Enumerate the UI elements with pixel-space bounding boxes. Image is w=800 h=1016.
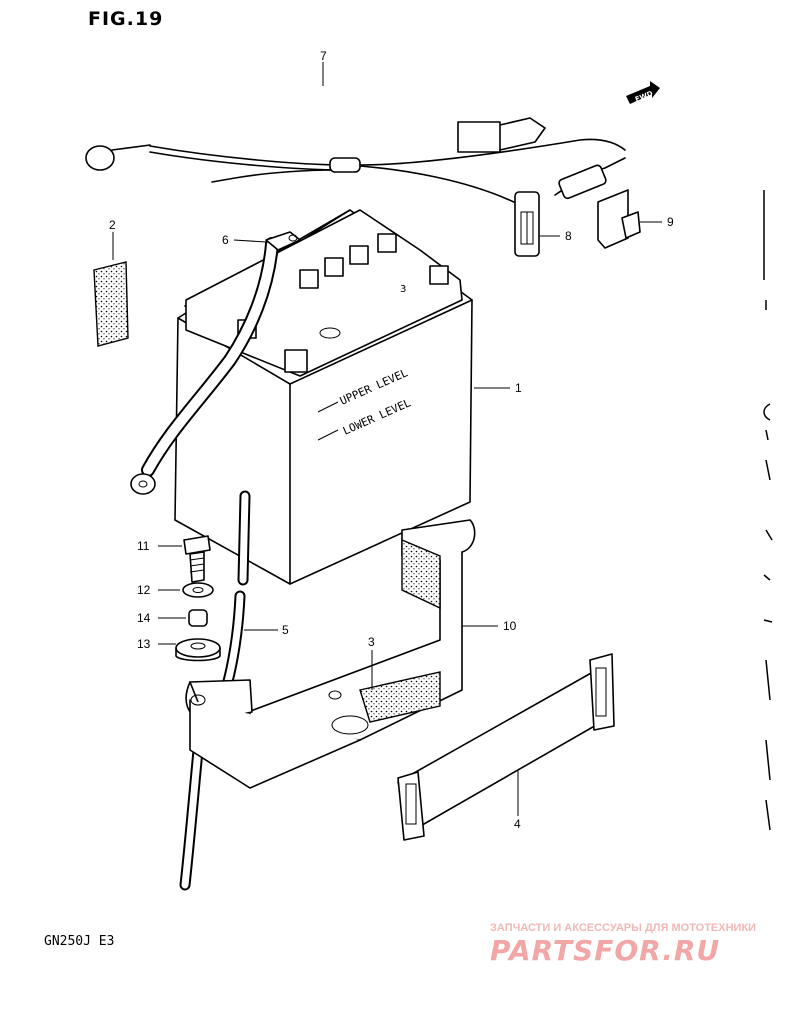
svg-text:3: 3 bbox=[400, 284, 406, 295]
figure-title: FIG.19 bbox=[88, 8, 164, 30]
battery-holder-bracket bbox=[185, 519, 476, 789]
bolt bbox=[183, 535, 211, 583]
battery-cable bbox=[130, 231, 301, 495]
callout-10: 10 bbox=[503, 619, 517, 633]
battery-strap bbox=[397, 653, 615, 841]
collar bbox=[188, 609, 208, 627]
callout-7: 7 bbox=[320, 49, 327, 63]
callout-1: 1 bbox=[515, 381, 522, 395]
callout-8: 8 bbox=[565, 229, 572, 243]
fuse bbox=[514, 191, 540, 257]
model-code: GN250J E3 bbox=[44, 934, 115, 949]
scan-edge-marks bbox=[763, 190, 773, 831]
callout-numbers: 7 2 6 1 8 9 11 12 14 13 5 3 10 4 bbox=[109, 49, 674, 831]
callout-13: 13 bbox=[137, 637, 151, 651]
watermark-logo: PARTSFOR.RU bbox=[490, 934, 721, 967]
callout-5: 5 bbox=[282, 623, 289, 637]
leader-lines bbox=[112, 62, 662, 816]
wiring-harness bbox=[85, 76, 626, 211]
battery-felt-pad bbox=[93, 261, 129, 347]
callout-14: 14 bbox=[137, 611, 151, 625]
callout-4: 4 bbox=[514, 817, 521, 831]
callout-12: 12 bbox=[137, 583, 151, 597]
cushion bbox=[175, 638, 221, 662]
watermark-tagline: ЗАПЧАСТИ И АКСЕССУАРЫ ДЛЯ МОТОТЕХНИКИ bbox=[490, 922, 757, 934]
callout-6: 6 bbox=[222, 233, 229, 247]
forward-arrow-icon: FWD bbox=[626, 81, 660, 104]
callout-3: 3 bbox=[368, 635, 375, 649]
callout-11: 11 bbox=[137, 539, 150, 553]
callout-2: 2 bbox=[109, 218, 116, 232]
callout-9: 9 bbox=[667, 215, 674, 229]
washer bbox=[182, 582, 214, 598]
fuse-holder-clip bbox=[597, 189, 641, 249]
